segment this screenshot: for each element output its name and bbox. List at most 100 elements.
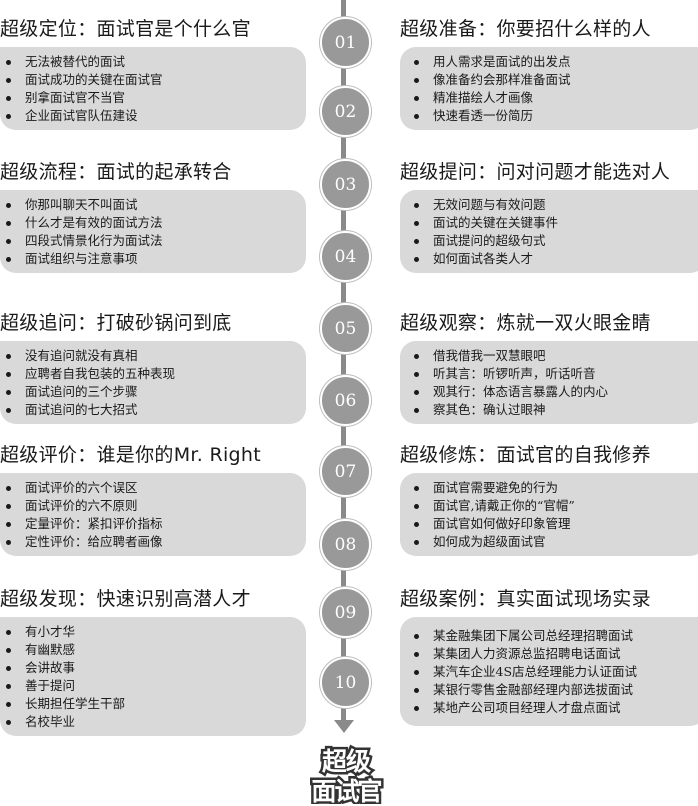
section-cases: 超级案例：真实面试现场实录 某金融集团下属公司总经理招聘面试 某集团人力资源总监… (400, 587, 698, 726)
item-text: 某地产公司项目经理人才盘点面试 (433, 700, 621, 715)
item-text: 定量评价：紧扣评价指标 (25, 516, 163, 531)
logo-line1: 超级 (322, 747, 371, 776)
list-item: 如何成为超级面试官 (412, 533, 698, 551)
bullet-icon (6, 485, 11, 491)
bullet-icon (414, 669, 419, 675)
item-text: 别拿面试官不当官 (25, 90, 126, 105)
item-text: 什么才是有效的面试方法 (25, 215, 163, 230)
section-positioning: 超级定位：面试官是个什么官 无法被替代的面试 面试成功的关键在面试官 别拿面试官… (0, 17, 330, 130)
bullet-icon (6, 719, 11, 725)
item-text: 借我借我一双慧眼吧 (433, 348, 546, 363)
bullet-icon (414, 485, 419, 491)
node-01: 01 (320, 17, 371, 68)
item-text: 面试官,请戴正你的“官帽” (433, 498, 575, 513)
section-title: 超级观察：炼就一双火眼金睛 (400, 312, 651, 334)
section-box: 面试评价的六个误区 面试评价的六不原则 定量评价：紧扣评价指标 定性评价：给应聘… (0, 473, 306, 556)
list-item: 面试官,请戴正你的“官帽” (412, 497, 698, 515)
node-05: 05 (320, 303, 371, 354)
bullet-icon (6, 503, 11, 509)
bullet-icon (6, 701, 11, 707)
section-discovery: 超级发现：快速识别高潜人才 有小才华 有幽默感 会讲故事 善于提问 长期担任学生… (0, 587, 330, 736)
item-text: 某银行零售金融部经理内部选拔面试 (433, 682, 634, 697)
bullet-icon (414, 705, 419, 711)
node-07: 07 (320, 446, 371, 497)
item-text: 定性评价：给应聘者画像 (25, 534, 163, 549)
node-03: 03 (320, 159, 371, 210)
list-item: 面试追问的七大招式 (4, 401, 298, 419)
node-02: 02 (320, 86, 371, 137)
section-title: 超级发现：快速识别高潜人才 (0, 588, 251, 610)
section-box: 某金融集团下属公司总经理招聘面试 某集团人力资源总监招聘电话面试 某汽车企业4S… (400, 617, 698, 726)
section-title: 超级案例：真实面试现场实录 (400, 588, 651, 610)
item-text: 某金融集团下属公司总经理招聘面试 (433, 628, 634, 643)
bullet-icon (6, 59, 11, 65)
list-item: 你那叫聊天不叫面试 (4, 196, 298, 214)
bullet-icon (6, 95, 11, 101)
item-text: 快速看透一份简历 (433, 108, 534, 123)
list-item: 面试的关键在关键事件 (412, 214, 698, 232)
bullet-icon (6, 353, 11, 359)
bullet-icon (6, 113, 11, 119)
item-text: 面试成功的关键在面试官 (25, 72, 163, 87)
section-title: 超级修炼：面试官的自我修养 (400, 444, 651, 466)
list-item: 面试成功的关键在面试官 (4, 71, 298, 89)
bullet-icon (6, 371, 11, 377)
node-10: 10 (320, 657, 371, 708)
section-follow-up: 超级追问：打破砂锅问到底 没有追问就没有真相 应聘者自我包装的五种表现 面试追问… (0, 311, 330, 424)
list-item: 面试官需要避免的行为 (412, 479, 698, 497)
item-text: 如何面试各类人才 (433, 251, 534, 266)
item-text: 察其色：确认过眼神 (433, 402, 546, 417)
item-text: 无效问题与有效问题 (433, 197, 546, 212)
list-item: 听其言：听锣听声，听话听音 (412, 365, 698, 383)
bullet-icon (6, 647, 11, 653)
bullet-icon (414, 503, 419, 509)
bullet-icon (414, 220, 419, 226)
item-text: 面试追问的七大招式 (25, 402, 138, 417)
bullet-icon (6, 665, 11, 671)
bullet-icon (6, 256, 11, 262)
item-text: 没有追问就没有真相 (25, 348, 138, 363)
section-box: 借我借我一双慧眼吧 听其言：听锣听声，听话听音 观其行：体态语言暴露人的内心 察… (400, 341, 698, 424)
list-item: 无效问题与有效问题 (412, 196, 698, 214)
item-text: 精准描绘人才画像 (433, 90, 534, 105)
logo-line2: 面试官 (311, 777, 381, 804)
list-item: 面试评价的六个误区 (4, 479, 298, 497)
timeline-line (341, 0, 346, 722)
list-item: 某汽车企业4S店总经理能力认证面试 (412, 663, 698, 681)
bullet-icon (414, 407, 419, 413)
timeline-arrow-icon (334, 720, 354, 733)
item-text: 无法被替代的面试 (25, 54, 126, 69)
bullet-icon (414, 389, 419, 395)
section-observation: 超级观察：炼就一双火眼金睛 借我借我一双慧眼吧 听其言：听锣听声，听话听音 观其… (400, 311, 698, 424)
bullet-icon (6, 683, 11, 689)
list-item: 快速看透一份简历 (412, 107, 698, 125)
list-item: 有幽默感 (4, 641, 298, 659)
node-06: 06 (320, 375, 371, 426)
bullet-icon (414, 77, 419, 83)
list-item: 某集团人力资源总监招聘电话面试 (412, 645, 698, 663)
bullet-icon (6, 238, 11, 244)
item-text: 像准备约会那样准备面试 (433, 72, 571, 87)
super-interviewer-logo: 超级 面试官 (298, 744, 394, 804)
section-evaluation: 超级评价：谁是你的Mr. Right 面试评价的六个误区 面试评价的六不原则 定… (0, 443, 330, 556)
item-text: 面试评价的六不原则 (25, 498, 138, 513)
list-item: 名校毕业 (4, 713, 298, 731)
section-questioning: 超级提问：问对问题才能选对人 无效问题与有效问题 面试的关键在关键事件 面试提问… (400, 160, 698, 273)
section-box: 有小才华 有幽默感 会讲故事 善于提问 长期担任学生干部 名校毕业 (0, 617, 306, 736)
section-title: 超级定位：面试官是个什么官 (0, 18, 251, 40)
section-title: 超级提问：问对问题才能选对人 (400, 161, 671, 183)
list-item: 应聘者自我包装的五种表现 (4, 365, 298, 383)
bullet-icon (414, 256, 419, 262)
bullet-icon (414, 651, 419, 657)
node-04: 04 (320, 231, 371, 282)
list-item: 精准描绘人才画像 (412, 89, 698, 107)
bullet-icon (414, 95, 419, 101)
bullet-icon (414, 353, 419, 359)
section-box: 无效问题与有效问题 面试的关键在关键事件 面试提问的超级句式 如何面试各类人才 (400, 190, 698, 273)
list-item: 长期担任学生干部 (4, 695, 298, 713)
item-text: 企业面试官队伍建设 (25, 108, 138, 123)
bullet-icon (414, 202, 419, 208)
list-item: 什么才是有效的面试方法 (4, 214, 298, 232)
bullet-icon (414, 113, 419, 119)
list-item: 有小才华 (4, 623, 298, 641)
